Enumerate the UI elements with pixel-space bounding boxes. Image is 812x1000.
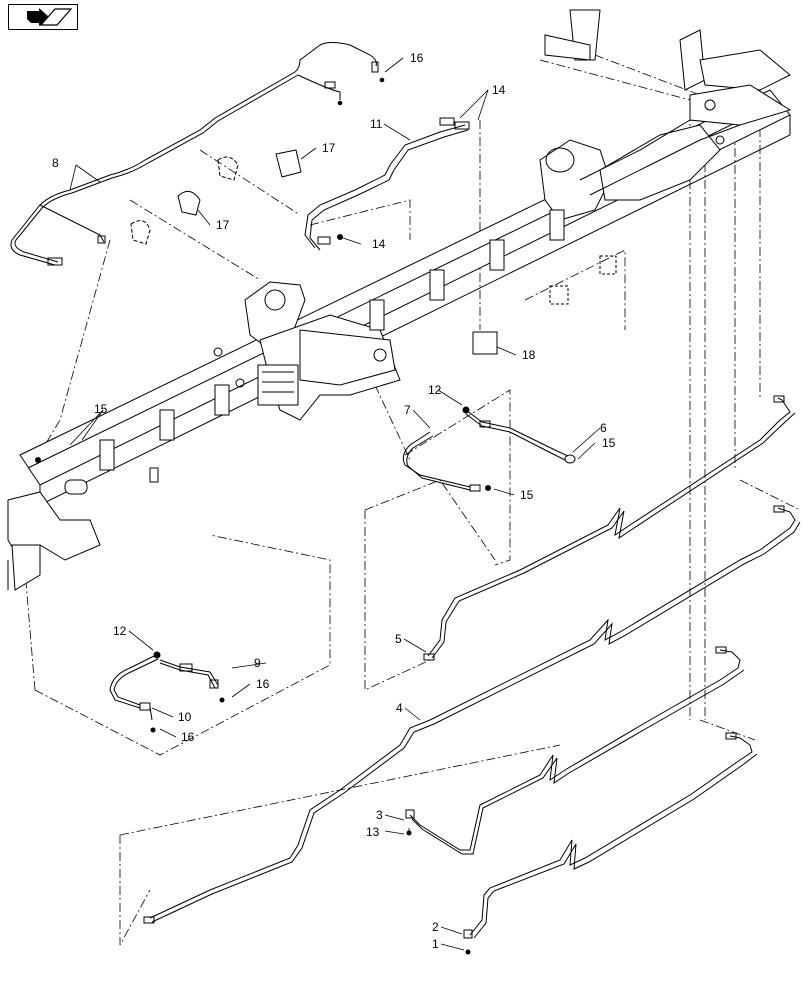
callout-17-upper: 17 [322,141,336,155]
hydraulic-tube-2 [463,732,758,955]
callout-10: 10 [178,710,192,724]
callout-16-mid: 16 [256,677,270,691]
callout-9: 9 [254,656,261,670]
callout-12-upper: 12 [428,383,442,397]
hydraulic-hose-7 [402,406,576,492]
callout-3: 3 [376,808,383,822]
callout-16-top: 16 [410,51,424,65]
callout-14-lower: 14 [372,237,386,251]
callout-15-right: 15 [602,436,616,450]
callout-15-left: 15 [94,402,108,416]
hydraulic-tube-4 [143,505,801,924]
callout-1: 1 [432,937,439,951]
hydraulic-hose-11 [304,117,470,251]
callout-12-lower: 12 [113,624,127,638]
assembly-reference-lines [24,54,801,946]
hydraulic-hose-8 [10,42,385,463]
callout-13: 13 [366,825,380,839]
callout-7: 7 [404,403,411,417]
callout-labels: 1 2 3 13 4 5 6 7 8 9 10 11 12 12 14 14 1… [52,51,616,951]
callout-16-bottom: 16 [181,730,195,744]
callout-leaders [69,57,601,951]
callout-18: 18 [522,348,536,362]
callout-6: 6 [600,421,607,435]
callout-17-lower: 17 [216,218,230,232]
callout-4: 4 [396,701,403,715]
callout-8: 8 [52,156,59,170]
page-turn-arrow-icon [27,8,73,26]
callout-11: 11 [370,117,383,131]
gaskets [130,149,617,355]
callout-5: 5 [395,632,402,646]
callout-14-upper: 14 [492,83,506,97]
callout-2: 2 [432,920,439,934]
page-navigation-button[interactable] [8,4,78,30]
hydraulic-tube-3 [405,646,745,855]
hydraulic-hose-9-10 [109,651,225,733]
toolbar-frame-assembly [7,9,792,591]
hydraulic-tube-5 [423,395,796,661]
callout-15-lower: 15 [520,488,534,502]
